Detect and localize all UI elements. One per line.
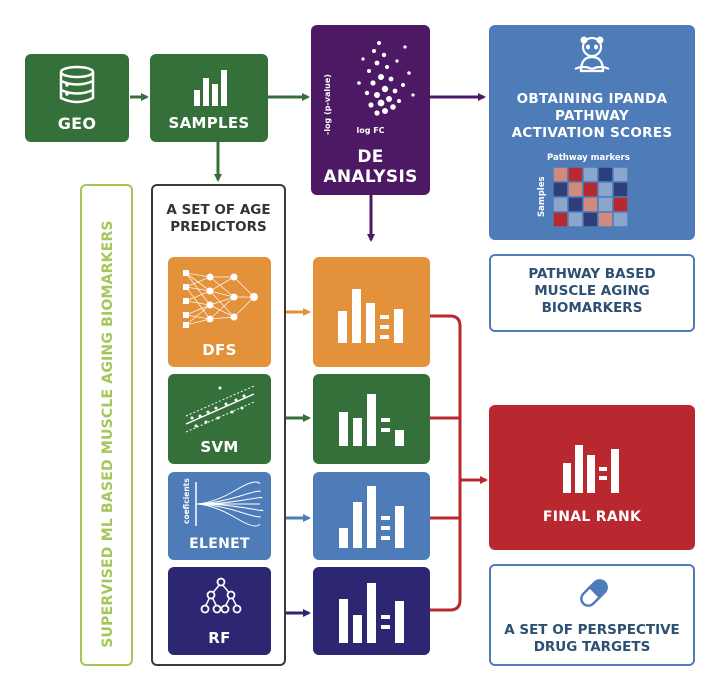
decision-tree-icon — [200, 577, 242, 614]
geo-node: GEO — [25, 54, 129, 142]
dfs-label: DFS — [202, 341, 237, 359]
ranking-bars-icon — [563, 445, 619, 493]
ipanda-title-line3: ACTIVATION SCORES — [511, 125, 673, 141]
arrow-results-merge — [430, 314, 486, 612]
age-predictors-line2: PREDICTORS — [170, 219, 267, 235]
ipanda-node: OBTAINING IPANDA PATHWAY ACTIVATION SCOR… — [489, 25, 695, 240]
drug-targets-line1: A SET OF PERSPECTIVE — [504, 622, 680, 638]
side-banner: SUPERVISED ML BASED MUSCLE AGING BIOMARK… — [80, 184, 133, 666]
samples-node: SAMPLES — [150, 54, 268, 142]
final-rank-label: FINAL RANK — [542, 509, 642, 525]
ipanda-title-line2: PATHWAY — [555, 108, 629, 124]
pill-capsule-icon — [580, 579, 608, 607]
elenet-result-node — [313, 472, 430, 560]
samples-label: SAMPLES — [168, 114, 250, 132]
ranking-bars-icon — [339, 394, 404, 446]
svm-scatter-icon — [185, 385, 255, 433]
volcano-plot-icon — [357, 41, 415, 116]
svm-node: SVM — [168, 374, 271, 464]
final-rank-node: FINAL RANK — [489, 405, 695, 550]
elenet-node: coeficients ELENET — [168, 472, 271, 560]
ranking-bars-icon — [339, 583, 404, 643]
side-banner-label: SUPERVISED ML BASED MUSCLE AGING BIOMARK… — [100, 220, 116, 648]
volcano-x-axis-label: log FC — [356, 126, 385, 135]
neural-network-icon — [183, 270, 258, 328]
ranking-bars-icon — [338, 289, 403, 343]
ranking-bars-icon — [339, 486, 404, 548]
ipanda-title-line1: OBTAINING IPANDA — [516, 91, 668, 107]
dfs-node: DFS — [168, 257, 271, 367]
volcano-y-axis-label: -log (p-value) — [323, 74, 332, 135]
de-analysis-node: -log (p-value) log FC DE ANALYSIS — [311, 25, 430, 195]
svm-result-node — [313, 374, 430, 464]
drug-targets-box: A SET OF PERSPECTIVE DRUG TARGETS — [489, 564, 695, 666]
pathway-biomarkers-box: PATHWAY BASED MUSCLE AGING BIOMARKERS — [489, 254, 695, 332]
age-predictors-line1: A SET OF AGE — [166, 202, 271, 218]
drug-targets-line2: DRUG TARGETS — [533, 639, 651, 655]
elenet-axis-label: coeficients — [182, 478, 191, 524]
bar-chart-icon — [194, 70, 227, 106]
rf-result-node — [313, 567, 430, 655]
pathway-biomarkers-line1: PATHWAY BASED — [528, 266, 656, 282]
panda-icon — [574, 36, 610, 73]
svm-label: SVM — [200, 438, 239, 456]
database-icon — [59, 65, 95, 104]
geo-label: GEO — [57, 114, 97, 133]
de-label-line1: DE — [357, 147, 384, 167]
dfs-result-node — [313, 257, 430, 367]
regularization-path-icon — [195, 481, 264, 527]
rf-label: RF — [208, 629, 231, 647]
heatmap-grid-icon — [552, 166, 629, 228]
rf-node: RF — [168, 567, 271, 655]
pathway-biomarkers-line2: MUSCLE AGING — [534, 283, 650, 299]
grid-x-label: Pathway markers — [547, 153, 630, 163]
grid-y-label: Samples — [537, 176, 547, 217]
de-label-line2: ANALYSIS — [323, 167, 418, 187]
elenet-label: ELENET — [189, 536, 250, 552]
pathway-biomarkers-line3: BIOMARKERS — [541, 300, 643, 316]
